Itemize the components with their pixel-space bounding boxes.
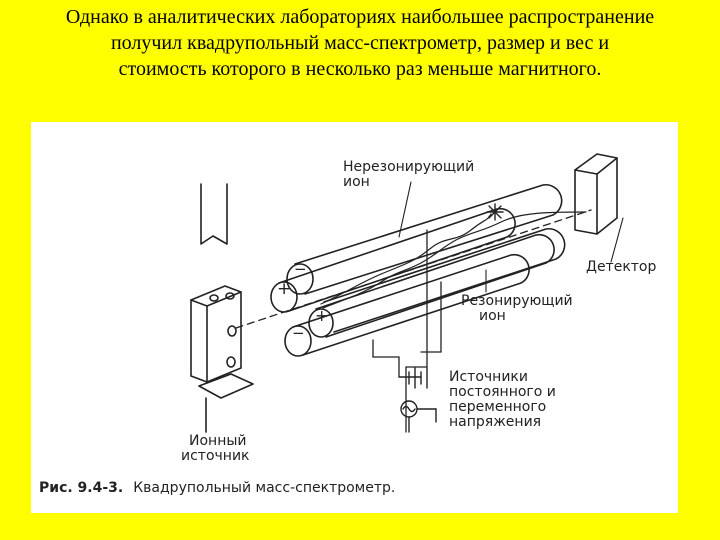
resonant-trajectory	[322, 211, 587, 309]
caption-title: Квадрупольный масс-спектрометр.	[133, 480, 396, 496]
battery-icon	[398, 367, 428, 389]
slide-text-line-2: получил квадрупольный масс-спектрометр, …	[110, 32, 610, 54]
rod-sign-bottom: −	[292, 324, 305, 342]
label-voltage-sources: Источники постоянного и переменного напр…	[449, 370, 556, 430]
quadrupole-figure: − + + − Нерезонирующий ион Детектор Резо…	[31, 122, 678, 513]
figure-caption: Рис. 9.4-3. Квадрупольный масс-спектромет…	[39, 480, 395, 496]
star-icon	[486, 203, 504, 221]
label-ion-source-line1: Ионный	[189, 433, 247, 449]
slide-text: Однако в аналитических лабораториях наиб…	[0, 4, 720, 82]
label-sources-line3: переменного	[449, 399, 547, 415]
slide-text-line-3: стоимость которого в несколько раз меньш…	[118, 58, 602, 80]
label-ion-source: Ионный источник	[181, 434, 250, 464]
label-resonant-line1: Резонирующий	[461, 293, 573, 309]
label-sources-line1: Источники	[449, 369, 528, 385]
label-resonant-line2: ион	[479, 308, 506, 324]
rod-bottom-back	[323, 227, 566, 333]
label-sources-line4: напряжения	[449, 414, 542, 430]
nonresonant-trajectory	[320, 213, 492, 305]
rod-sign-top: −	[294, 260, 307, 278]
rod-sign-right: +	[315, 306, 329, 325]
slide-text-line-1: Однако в аналитических лабораториях наиб…	[65, 6, 655, 28]
label-nonresonant-line2: ион	[343, 174, 370, 190]
quadrupole-diagram	[190, 153, 624, 433]
rod-top	[286, 183, 563, 295]
rod-sign-left: +	[277, 279, 292, 299]
label-nonresonant-line1: Нерезонирующий	[343, 159, 475, 175]
rod-right	[308, 233, 555, 338]
caption-number: Рис. 9.4-3.	[39, 480, 124, 496]
wiring	[372, 229, 442, 433]
label-detector: Детектор	[586, 259, 657, 275]
ac-source-icon	[400, 400, 437, 433]
label-resonant: Резонирующий ион	[461, 294, 573, 324]
ion-source	[190, 183, 254, 433]
rod-bottom	[284, 253, 530, 357]
label-sources-line2: постоянного и	[449, 384, 556, 400]
label-ion-source-line2: источник	[181, 448, 250, 464]
label-nonresonant: Нерезонирующий ион	[343, 160, 474, 190]
detector-box	[574, 153, 618, 235]
leader-nonresonant	[398, 181, 412, 238]
leader-detector	[610, 217, 624, 263]
rod-left	[270, 207, 516, 313]
